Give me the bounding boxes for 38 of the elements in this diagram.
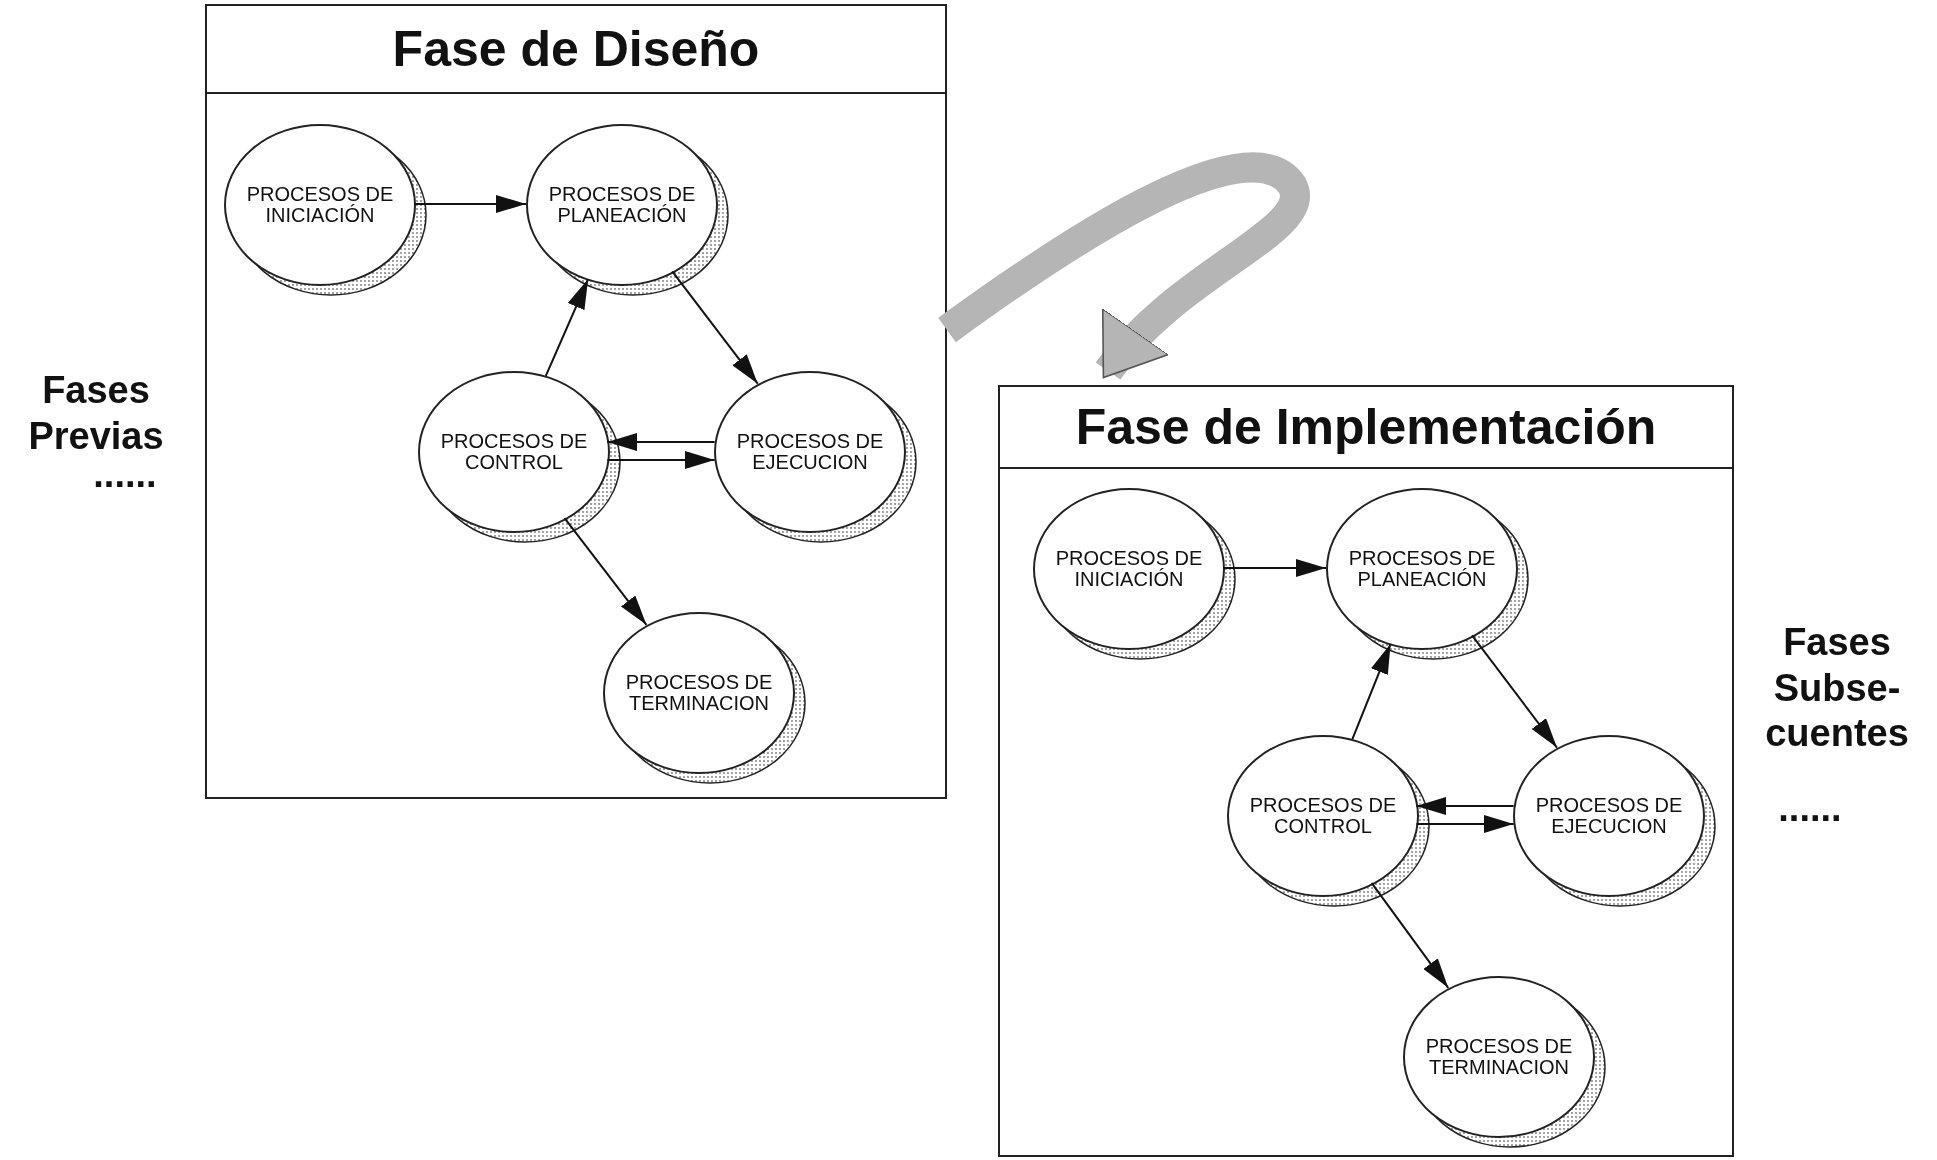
- phase-panel: [205, 4, 947, 799]
- arrow: [1222, 559, 1327, 577]
- arrow: [1415, 797, 1515, 815]
- arrow: [1351, 642, 1392, 741]
- arrow: [671, 270, 759, 385]
- process-label: PROCESOS DE INICIACIÓN: [1054, 548, 1204, 590]
- side-label: Fases Subse- cuentes: [1764, 620, 1910, 757]
- process-ellipse: [224, 124, 428, 297]
- arrow: [606, 433, 716, 451]
- process-label: PROCESOS DE CONTROL: [1248, 795, 1398, 837]
- process-ellipse: [1326, 488, 1530, 661]
- arrow: [606, 451, 716, 469]
- arrow: [544, 278, 590, 377]
- phase-title: Fase de Implementación: [1075, 398, 1657, 456]
- arrow: [563, 517, 648, 626]
- process-label: PROCESOS DE PLANEACIÓN: [1347, 548, 1497, 590]
- process-label: PROCESOS DE EJECUCION: [735, 431, 885, 473]
- process-ellipse: [1227, 735, 1431, 908]
- process-ellipse: [1403, 976, 1607, 1149]
- process-label: PROCESOS DE CONTROL: [439, 431, 589, 473]
- arrow: [1471, 634, 1558, 749]
- arrow: [1370, 882, 1450, 989]
- phase-title: Fase de Diseño: [392, 20, 760, 78]
- process-ellipse: [1513, 735, 1717, 908]
- process-label: PROCESOS DE PLANEACIÓN: [547, 184, 697, 226]
- phase-panel: [998, 385, 1734, 1157]
- process-label: PROCESOS DE EJECUCION: [1534, 795, 1684, 837]
- process-label: PROCESOS DE TERMINACION: [1424, 1036, 1574, 1078]
- process-ellipse: [603, 612, 807, 785]
- process-ellipse: [418, 371, 622, 544]
- process-label: PROCESOS DE TERMINACION: [624, 672, 774, 714]
- process-ellipse: [526, 124, 730, 297]
- process-ellipse: [714, 371, 918, 544]
- side-label: ......: [1777, 786, 1843, 831]
- process-ellipse: [1033, 488, 1237, 661]
- arrow: [1415, 815, 1515, 833]
- process-label: PROCESOS DE INICIACIÓN: [245, 184, 395, 226]
- arrow: [413, 195, 527, 213]
